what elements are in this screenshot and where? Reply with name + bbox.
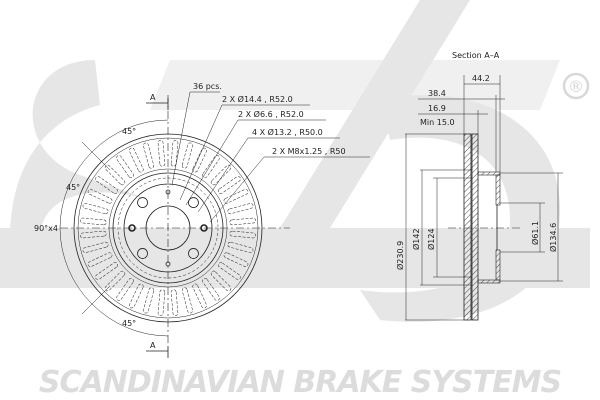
- vent-slot: [129, 283, 144, 309]
- vent-slot: [80, 217, 107, 226]
- vent-slot: [143, 142, 155, 169]
- rotor-outer-plate: [463, 133, 472, 321]
- vent-slot: [82, 241, 109, 253]
- vent-slot: [181, 287, 193, 314]
- vent-slot: [157, 289, 166, 316]
- vent-slot: [210, 270, 232, 292]
- vent-slot: [170, 289, 179, 316]
- angle-label-left: 90°x4: [34, 224, 58, 233]
- dim-61-1: Ø61.1: [530, 221, 540, 245]
- vent-slot: [181, 142, 193, 169]
- vent-slot: [229, 230, 256, 239]
- hole-callout-2: 2 X Ø6.6 , R52.0: [238, 109, 304, 119]
- dim-38-4: 38.4: [428, 89, 446, 98]
- vent-slot: [157, 140, 166, 167]
- vent-slot: [82, 203, 109, 215]
- dim-230-9: Ø230.9: [395, 241, 405, 270]
- vent-slot: [202, 278, 220, 301]
- vent-slot: [116, 278, 134, 301]
- angle-label-top: 45°: [122, 127, 136, 136]
- vent-slot: [95, 176, 118, 194]
- vent-slot: [80, 230, 107, 239]
- vent-slot: [192, 283, 207, 309]
- section-marker-bottom: A: [150, 341, 156, 350]
- vent-slot: [87, 189, 113, 204]
- dim-min-thickness: Min 15.0: [420, 118, 455, 127]
- dim-44-2: 44.2: [472, 74, 490, 83]
- vent-slots: [80, 140, 256, 316]
- vent-slot: [192, 147, 207, 173]
- vent-slot: [116, 155, 134, 178]
- rotor-inner-plate: [471, 133, 479, 321]
- vent-slot: [170, 140, 179, 167]
- vent-count-label: 36 pcs.: [193, 82, 222, 91]
- hole-callout-3: 4 X Ø13.2 , R50.0: [252, 127, 323, 137]
- section-a-a-view: Section A–A 44.2 38.4 16.9 Min 15.0 Ø230…: [395, 51, 563, 321]
- vent-slot: [143, 287, 155, 314]
- vent-slot: [218, 176, 241, 194]
- vent-slot: [227, 241, 254, 253]
- bolt-hole: [188, 248, 199, 259]
- vent-slot: [87, 252, 113, 267]
- dim-16-9: 16.9: [428, 104, 446, 113]
- bolt-hole: [137, 197, 148, 208]
- vent-slot: [202, 155, 220, 178]
- vent-slot: [227, 203, 254, 215]
- dim-134-6: Ø134.6: [548, 223, 558, 252]
- hole-callout-4: 2 X M8x1.25 , R50: [272, 147, 346, 156]
- vent-slot: [223, 252, 249, 267]
- vent-slot: [218, 262, 241, 280]
- section-marker-top: A: [150, 93, 156, 102]
- disc-front-view: 45° 45° 90°x4 45° A A 36 pcs. 2 X Ø14.4 …: [34, 82, 370, 358]
- dim-124: Ø124: [426, 228, 436, 250]
- bolt-hole: [137, 248, 148, 259]
- bolt-hole: [188, 197, 199, 208]
- angle-label-bottom: 45°: [122, 319, 136, 328]
- hole-callout-1: 2 X Ø14.4 , R52.0: [222, 94, 293, 104]
- vent-slot: [210, 164, 232, 186]
- registered-mark: ®: [568, 77, 584, 96]
- dim-142: Ø142: [411, 228, 421, 250]
- vent-slot: [95, 262, 118, 280]
- vent-slot: [223, 189, 249, 204]
- section-title: Section A–A: [452, 51, 500, 60]
- sbs-logo-watermark: ®: [0, 0, 590, 322]
- brand-wordmark: SCANDINAVIAN BRAKE SYSTEMS: [39, 365, 561, 400]
- vent-slot: [229, 217, 256, 226]
- angle-label-upper-left: 45°: [66, 183, 80, 192]
- vent-slot: [129, 147, 144, 173]
